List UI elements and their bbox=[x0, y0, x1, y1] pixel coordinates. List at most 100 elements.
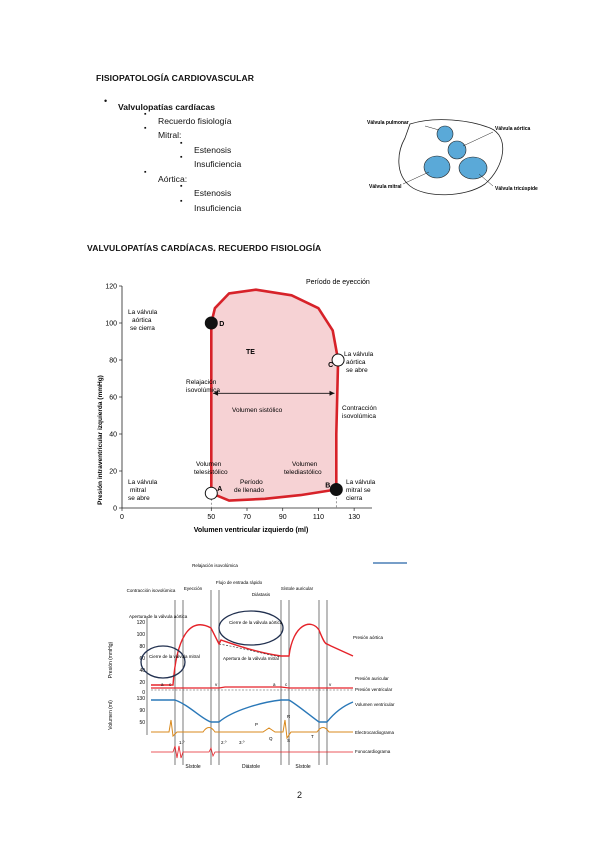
bullet-square: ▪ bbox=[180, 183, 183, 190]
wave-label: v bbox=[215, 682, 218, 687]
label-mitral-abre-1: La válvula bbox=[128, 479, 158, 486]
x-tick-label: 90 bbox=[279, 514, 287, 521]
list-item-valvulopatias: Valvulopatías cardíacas bbox=[118, 102, 215, 112]
section-title-valvulopatias: VALVULOPATÍAS CARDÍACAS. RECUERDO FISIOL… bbox=[87, 243, 322, 253]
label-vol-telediastolico-2: telediastólico bbox=[284, 469, 322, 476]
bullet-square: ▪ bbox=[144, 169, 147, 176]
label-periodo-llenado-2: de llenado bbox=[234, 487, 264, 494]
wave-label: a bbox=[273, 682, 276, 687]
wiggers-y1: Presión (mmHg) bbox=[108, 641, 114, 678]
pv-fill bbox=[211, 289, 339, 501]
phase-label: Relajación isovolúmica bbox=[192, 563, 238, 568]
list-level1: • Valvulopatías cardíacas bbox=[104, 96, 215, 115]
label-mitral-cierra-3: cierra bbox=[346, 495, 363, 502]
phase-label: Sístole auricular bbox=[281, 586, 314, 591]
wave-label: Q bbox=[269, 736, 273, 741]
wave-label: c bbox=[285, 682, 288, 687]
tick: 80 bbox=[139, 644, 145, 650]
label-contraccion-1: Contracción bbox=[342, 405, 377, 412]
y-tick-label: 60 bbox=[109, 395, 117, 402]
section-title-fisiopatologia: FISIOPATOLOGÍA CARDIOVASCULAR bbox=[96, 73, 255, 83]
pv-point-d bbox=[204, 316, 218, 330]
tick: 20 bbox=[139, 680, 145, 686]
list-item-mitral: ▪ Mitral: bbox=[144, 125, 182, 143]
sound-label: 2.º bbox=[221, 740, 227, 745]
sound-label: 1.º bbox=[179, 740, 185, 745]
tricuspid-valve bbox=[458, 156, 488, 180]
label-relajacion-2: isovolúmica bbox=[186, 387, 220, 394]
tick: 40 bbox=[139, 668, 145, 674]
wave-label: R bbox=[287, 714, 291, 719]
list-item-mitral-insuficiencia: ▪ Insuficiencia bbox=[180, 154, 242, 172]
tick: 50 bbox=[139, 720, 145, 726]
arrowhead bbox=[213, 390, 219, 396]
list-item-recuerdo: ▪ Recuerdo fisiología bbox=[144, 111, 232, 129]
label-aortica-abre-1: La válvula bbox=[344, 351, 374, 358]
list-item-label: Mitral: bbox=[158, 130, 182, 140]
list-item-label: Recuerdo fisiología bbox=[158, 116, 232, 126]
pv-ylabel: Presión intraventricular izquierda (mmHg… bbox=[97, 375, 104, 505]
label-valvula-aortica: Válvula aórtica bbox=[495, 126, 531, 132]
label-contraccion-2: isovolúmica bbox=[342, 413, 376, 420]
x-tick-label: 110 bbox=[313, 514, 324, 521]
pulmonary-valve bbox=[436, 125, 454, 143]
label-mitral-abre-2: mitral bbox=[130, 487, 146, 494]
label-aortica-cierra-3: se cierra bbox=[130, 325, 155, 332]
phase-label: Diástasis bbox=[252, 592, 271, 597]
label-mitral-abre-3: se abre bbox=[128, 495, 150, 502]
y-tick-label: 120 bbox=[105, 284, 117, 291]
arrowhead bbox=[329, 390, 335, 396]
tick: 90 bbox=[139, 708, 145, 714]
wave-label: c bbox=[169, 682, 172, 687]
label-mitral-cierra-2: mitral se bbox=[346, 487, 371, 494]
pv-loop: A B C D bbox=[204, 288, 345, 508]
pv-point-c bbox=[331, 353, 345, 367]
aortic-valve bbox=[447, 140, 467, 160]
list-item-aortica-estenosis: ▪ Estenosis bbox=[180, 183, 231, 201]
label-valvula-tricuspide: Válvula tricúspide bbox=[495, 186, 538, 192]
pv-loop-line bbox=[210, 288, 340, 502]
curve-label: Presión ventricular bbox=[355, 687, 393, 692]
y-tick-label: 40 bbox=[109, 432, 117, 439]
pv-point-label: A bbox=[217, 486, 222, 493]
curve-label: Presión auricular bbox=[355, 676, 389, 681]
label-mitral-cierra-1: La válvula bbox=[346, 479, 376, 486]
label-cierre-aortica: Cierre de la válvula aórtica bbox=[229, 620, 283, 625]
pv-point-label: C bbox=[328, 362, 333, 369]
phase-label: Contracción isovolúmica bbox=[127, 588, 176, 593]
y-tick-label: 80 bbox=[109, 358, 117, 365]
tick: 120 bbox=[137, 620, 146, 626]
label-periodo-eyeccion: Período de eyección bbox=[306, 279, 370, 286]
pv-labels: Presión intraventricular izquierda (mmHg… bbox=[97, 279, 377, 534]
pv-point-label: B bbox=[325, 483, 330, 490]
pv-xlabel: Volumen ventricular izquierdo (ml) bbox=[194, 527, 309, 534]
curve-label: Presión aórtica bbox=[353, 635, 384, 640]
list-item-aortica-insuficiencia: ▪ Insuficiencia bbox=[180, 198, 242, 216]
bullet-square: ▪ bbox=[180, 154, 183, 161]
wiggers-y2: Volumen (ml) bbox=[108, 700, 114, 730]
tick: 130 bbox=[137, 696, 146, 702]
x-tick-label: 0 bbox=[120, 514, 124, 521]
wave-label: v bbox=[329, 682, 332, 687]
list-item-mitral-estenosis: ▪ Estenosis bbox=[180, 140, 231, 158]
bottom-label: Sístole bbox=[185, 764, 201, 770]
label-aortica-abre-3: se abre bbox=[346, 367, 368, 374]
tick: 0 bbox=[142, 690, 145, 696]
label-aortica-cierra-1: La válvula bbox=[128, 309, 158, 316]
y-tick-label: 0 bbox=[113, 506, 117, 513]
list-item-label: Insuficiencia bbox=[194, 159, 242, 169]
label-volumen-sistolico: Volumen sistólico bbox=[232, 407, 283, 414]
tick: 60 bbox=[139, 656, 145, 662]
phase-label: Eyección bbox=[184, 586, 203, 591]
pv-point-label: D bbox=[219, 321, 224, 328]
label-te: TE bbox=[246, 349, 255, 356]
list-item-label: Insuficiencia bbox=[194, 203, 242, 213]
list-item-label: Aórtica: bbox=[158, 174, 188, 184]
bullet-square: ▪ bbox=[144, 125, 147, 132]
label-apertura-mitral: Apertura de la válvula mitral bbox=[223, 656, 279, 661]
bullet-dot: • bbox=[104, 96, 108, 106]
y-tick-label: 20 bbox=[109, 469, 117, 476]
label-cierre-mitral: Cierre de la válvula mitral bbox=[149, 654, 200, 659]
